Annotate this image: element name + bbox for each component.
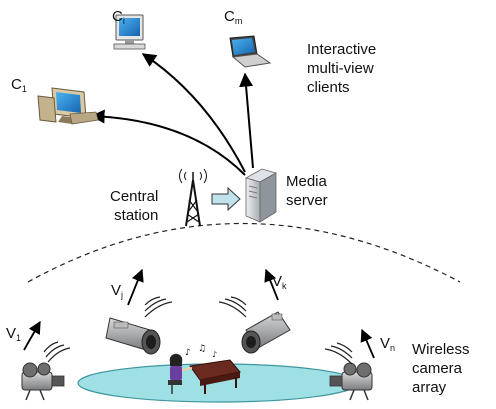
camera-label-vj: Vj [111,282,123,304]
arrow-server-to-cm [239,72,254,169]
client-label-c1: C1 [11,76,27,98]
clients-caption-line: clients [307,79,350,96]
clients-caption: Interactive multi-view clients [307,40,376,97]
monitor-icon [113,14,146,50]
video-camera-icon [241,311,291,354]
client-label-text: C [11,76,22,93]
camera-label-subscript: j [121,290,124,300]
central-station-caption-line: Central [110,188,159,205]
media-server-caption: Media server [286,172,328,210]
video-camera-icon [329,362,373,401]
camera-label-vn: Vn [380,335,395,357]
clients-caption-line: Interactive [307,41,377,58]
camera-label-text: V [380,335,391,352]
camera-array-caption: Wireless camera array [412,340,470,397]
radio-tower-icon [179,168,207,227]
transfer-arrow [211,186,241,212]
arrow-server-to-ci [141,53,246,173]
desktop-pc-icon [37,87,99,125]
central-station-caption-line: station [114,207,159,224]
video-camera-icon [105,317,161,355]
client-label-text: C [112,8,123,25]
coverage-arc [27,222,461,283]
client-label-text: C [224,8,235,25]
camera-label-text: V [272,273,283,290]
media-server-icon [244,168,278,223]
client-label-subscript: m [234,16,243,26]
media-server-caption-line: server [286,192,328,209]
camera-array-caption-line: array [412,379,447,396]
central-station-caption: Central station [110,187,158,225]
pianist-icon: ♪ ♫ ♪ [168,344,241,394]
camera-array-caption-line: Wireless [412,341,470,358]
camera-label-text: V [6,325,17,342]
client-label-cm: Cm [224,8,242,30]
camera-label-vk: Vk [272,273,287,295]
client-label-ci: Ci [112,8,125,30]
arrow-v1 [23,320,41,351]
svg-text:♪: ♪ [185,348,191,358]
video-camera-icon [21,362,65,401]
signal-waves-vj [144,296,173,318]
media-server-caption-line: Media [286,173,327,190]
arrow-vn [360,328,375,359]
camera-label-v1: V1 [6,325,21,347]
camera-label-subscript: n [390,343,396,353]
camera-label-subscript: 1 [16,333,22,343]
arrow-server-to-c1 [90,109,246,176]
clients-caption-line: multi-view [307,60,374,77]
client-label-subscript: 1 [21,84,27,94]
svg-text:♫: ♫ [198,344,206,354]
client-label-subscript: i [122,16,125,26]
signal-waves-vn [324,342,353,365]
camera-array-caption-line: camera [412,360,463,377]
signal-waves-v1 [43,341,71,363]
svg-text:♪: ♪ [212,350,217,359]
signal-waves-vk [218,296,247,318]
laptop-icon [229,35,272,68]
arrow-vk [264,268,279,301]
arrow-vj [127,268,144,306]
camera-label-subscript: k [282,281,287,291]
camera-label-text: V [111,282,122,299]
